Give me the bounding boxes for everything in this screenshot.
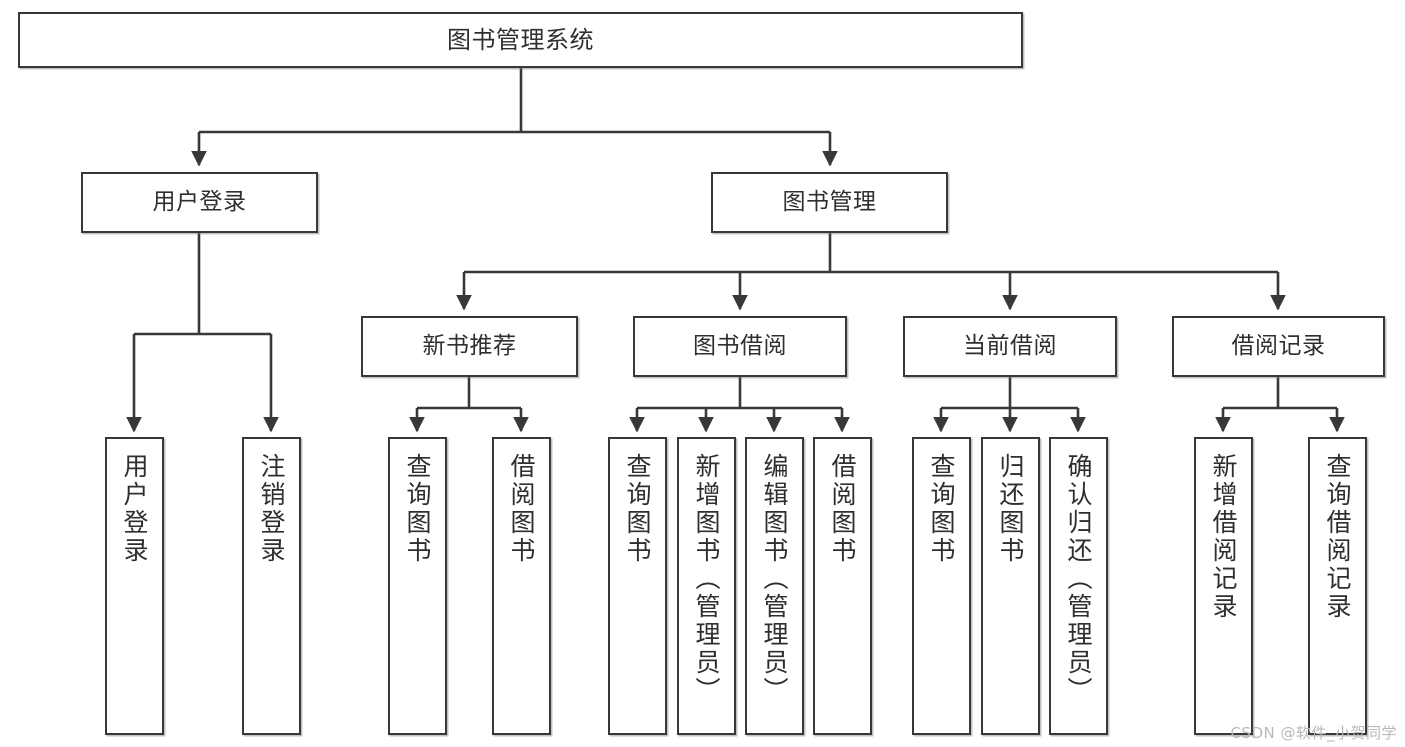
- node-label: 查询借阅记录: [1323, 453, 1352, 621]
- node-label: 图书管理系统: [447, 25, 594, 54]
- leaf-current-borrow-confirm-return-admin[interactable]: 确认归还（管理员）: [1049, 437, 1108, 735]
- node-label: 查询图书: [623, 453, 652, 565]
- node-label: 图书管理: [782, 188, 877, 215]
- node-label: 新增图书（管理员）: [692, 453, 721, 705]
- node-label: 确认归还（管理员）: [1064, 453, 1093, 705]
- node-label: 归还图书: [996, 453, 1025, 565]
- csdn-watermark: CSDN @软件_小贺同学: [1230, 724, 1397, 742]
- leaf-book-borrow-query-book[interactable]: 查询图书: [608, 437, 667, 735]
- leaf-book-borrow-borrow-book[interactable]: 借阅图书: [813, 437, 872, 735]
- node-label: 查询图书: [927, 453, 956, 565]
- node-label: 新增借阅记录: [1209, 453, 1238, 621]
- node-root-book-management-system[interactable]: 图书管理系统: [18, 12, 1023, 68]
- leaf-user-login-login[interactable]: 用户登录: [105, 437, 164, 735]
- node-label: 新书推荐: [422, 332, 517, 359]
- node-book-borrowing[interactable]: 图书借阅: [633, 316, 847, 377]
- leaf-current-borrow-return-book[interactable]: 归还图书: [981, 437, 1040, 735]
- node-borrowing-record[interactable]: 借阅记录: [1172, 316, 1385, 377]
- leaf-new-book-borrow-book[interactable]: 借阅图书: [492, 437, 551, 735]
- node-label: 用户登录: [152, 188, 247, 215]
- node-new-book-recommendation[interactable]: 新书推荐: [361, 316, 578, 377]
- node-label: 图书借阅: [693, 332, 787, 359]
- node-current-borrowing[interactable]: 当前借阅: [903, 316, 1117, 377]
- node-label: 注销登录: [257, 453, 286, 565]
- node-label: 借阅记录: [1231, 332, 1326, 359]
- leaf-book-borrow-edit-book-admin[interactable]: 编辑图书（管理员）: [745, 437, 804, 735]
- leaf-borrow-record-query-record[interactable]: 查询借阅记录: [1308, 437, 1367, 735]
- leaf-user-login-logout[interactable]: 注销登录: [242, 437, 301, 735]
- leaf-book-borrow-add-book-admin[interactable]: 新增图书（管理员）: [677, 437, 736, 735]
- leaf-current-borrow-query-book[interactable]: 查询图书: [912, 437, 971, 735]
- node-label: 当前借阅: [963, 332, 1057, 359]
- node-book-management[interactable]: 图书管理: [711, 172, 948, 233]
- leaf-new-book-query-book[interactable]: 查询图书: [388, 437, 447, 735]
- node-label: 用户登录: [120, 453, 149, 565]
- node-label: 编辑图书（管理员）: [760, 453, 789, 705]
- node-user-login[interactable]: 用户登录: [81, 172, 318, 233]
- leaf-borrow-record-add-record[interactable]: 新增借阅记录: [1194, 437, 1253, 735]
- node-label: 借阅图书: [507, 453, 536, 565]
- node-label: 借阅图书: [828, 453, 857, 565]
- node-label: 查询图书: [403, 453, 432, 565]
